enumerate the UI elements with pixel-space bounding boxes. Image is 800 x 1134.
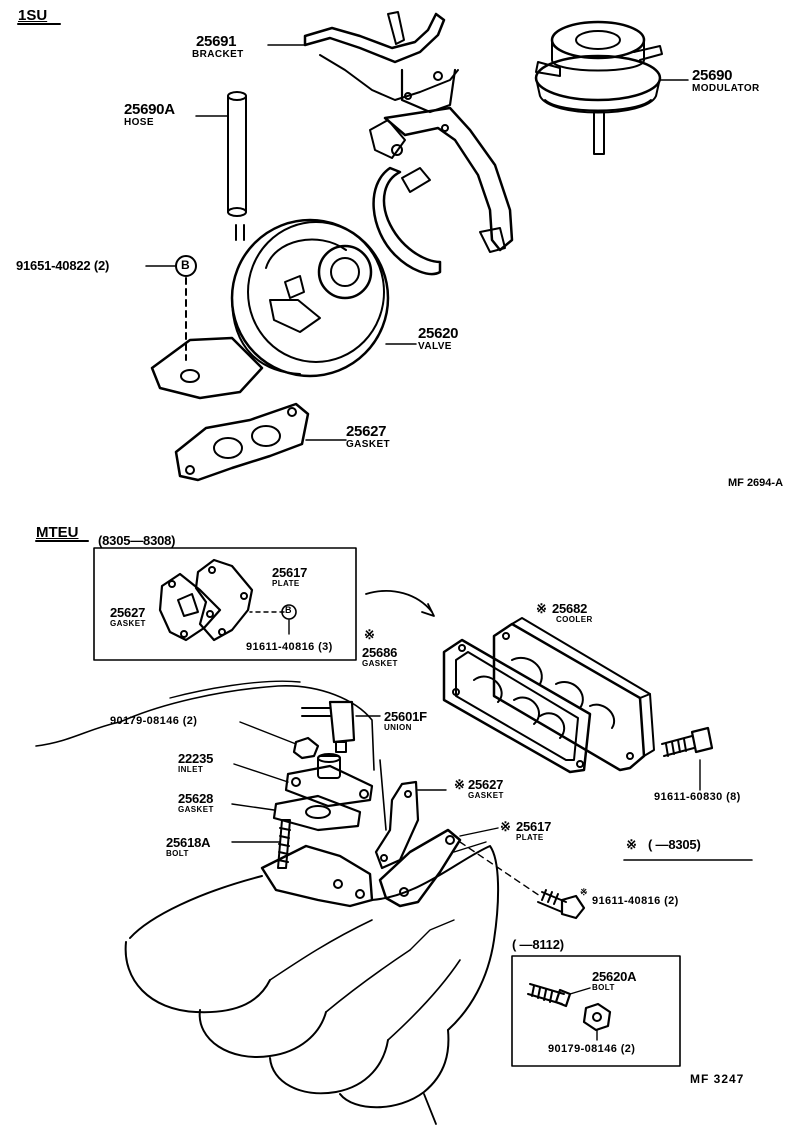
part-name-hose: HOSE [124,117,154,128]
part-number-top-bolt: 91651-40822 (2) [16,258,110,273]
mark-plate-gasket: ※ [454,777,465,792]
sub-bolt-drawing [527,983,591,1008]
part-number-sub-bolt: 25620A [592,969,637,984]
sub-box-range: ( —8112) [512,937,564,952]
section-label-bottom: MTEU [36,524,79,541]
valve-drawing [150,218,390,400]
inlet-gasket-drawing [231,794,362,832]
part-name-bottom-plate: PLATE [516,833,544,842]
part-name-top-gasket: GASKET [346,439,391,450]
nut-drawing [292,736,320,760]
cooler-gasket-drawing [442,638,592,774]
part-number-union-nut: 90179-08146 (2) [110,715,198,727]
part-number-cooler-bolt: 91611-60830 (8) [654,791,741,803]
modulator-drawing [534,20,663,155]
mark-bottom-plate: ※ [500,819,511,834]
part-name-union: UNION [384,723,412,732]
stud-bolt-drawing [231,819,291,869]
cooler-bolt-drawing [661,726,714,791]
part-number-inlet: 22235 [178,751,214,766]
part-number-modulator: 25690 [692,67,733,84]
part-number-sub-nut: 90179-08146 (2) [548,1043,636,1055]
part-number-inset-bolt: 91611-40816 (3) [246,641,333,653]
legend-mark: ※ [626,837,637,852]
part-number-inlet-gasket: 25628 [178,791,214,806]
intake-manifold-drawing [35,680,500,1125]
part-name-modulator: MODULATOR [692,83,760,94]
part-number-hose: 25690A [124,101,175,118]
part-name-inset-gasket: GASKET [110,619,146,628]
plate-gasket-drawing [374,780,447,870]
part-number-plate-bolt: 91611-40816 (2) [592,895,679,907]
part-number-inset-plate: 25617 [272,565,308,580]
mark-plate-bolt: ※ [580,887,588,897]
part-name-stud-bolt: BOLT [166,849,189,858]
part-number-stud-bolt: 25618A [166,835,211,850]
part-number-valve: 25620 [418,325,459,342]
part-name-inlet: INLET [178,765,204,774]
part-number-union: 25601F [384,709,427,724]
part-number-top-gasket: 25627 [346,423,387,440]
inset-plate-drawing [158,558,297,642]
mark-cooler: ※ [536,601,547,616]
section-range-bottom: (8305—8308) [98,533,176,548]
bracket-drawing [303,11,514,276]
part-number-cooler: 25682 [552,601,588,616]
bottom-plate-drawing [378,827,499,908]
part-name-plate-gasket: GASKET [468,791,504,800]
union-drawing [301,700,381,753]
part-name-bracket: BRACKET [192,49,244,60]
part-number-bottom-plate: 25617 [516,819,552,834]
plate-bolt-drawing [459,841,586,920]
diagram-code-bottom: MF 3247 [690,1072,745,1086]
top-gasket-drawing [174,402,310,482]
sub-nut-drawing [582,1002,612,1041]
part-name-valve: VALVE [418,341,452,352]
part-name-inset-plate: PLATE [272,579,300,588]
diagram-code-top: MF 2694-A [728,477,784,489]
part-number-inset-gasket: 25627 [110,605,146,620]
part-number-plate-gasket: 25627 [468,777,504,792]
mark-cooler-gasket: ※ [364,627,375,642]
part-name-cooler: COOLER [556,615,593,624]
callout-b-top: B [181,258,190,272]
inlet-drawing [233,753,374,808]
hose-drawing [227,91,247,241]
part-name-inlet-gasket: GASKET [178,805,214,814]
callout-b-inset: B [285,605,292,615]
section-label-top: 1SU [18,7,48,24]
part-number-cooler-gasket: 25686 [362,645,398,660]
part-name-sub-bolt: BOLT [592,983,615,992]
cooler-drawing [492,617,655,772]
part-name-cooler-gasket: GASKET [362,659,398,668]
part-number-bracket: 25691 [196,33,237,50]
legend-range: ( —8305) [648,837,701,852]
